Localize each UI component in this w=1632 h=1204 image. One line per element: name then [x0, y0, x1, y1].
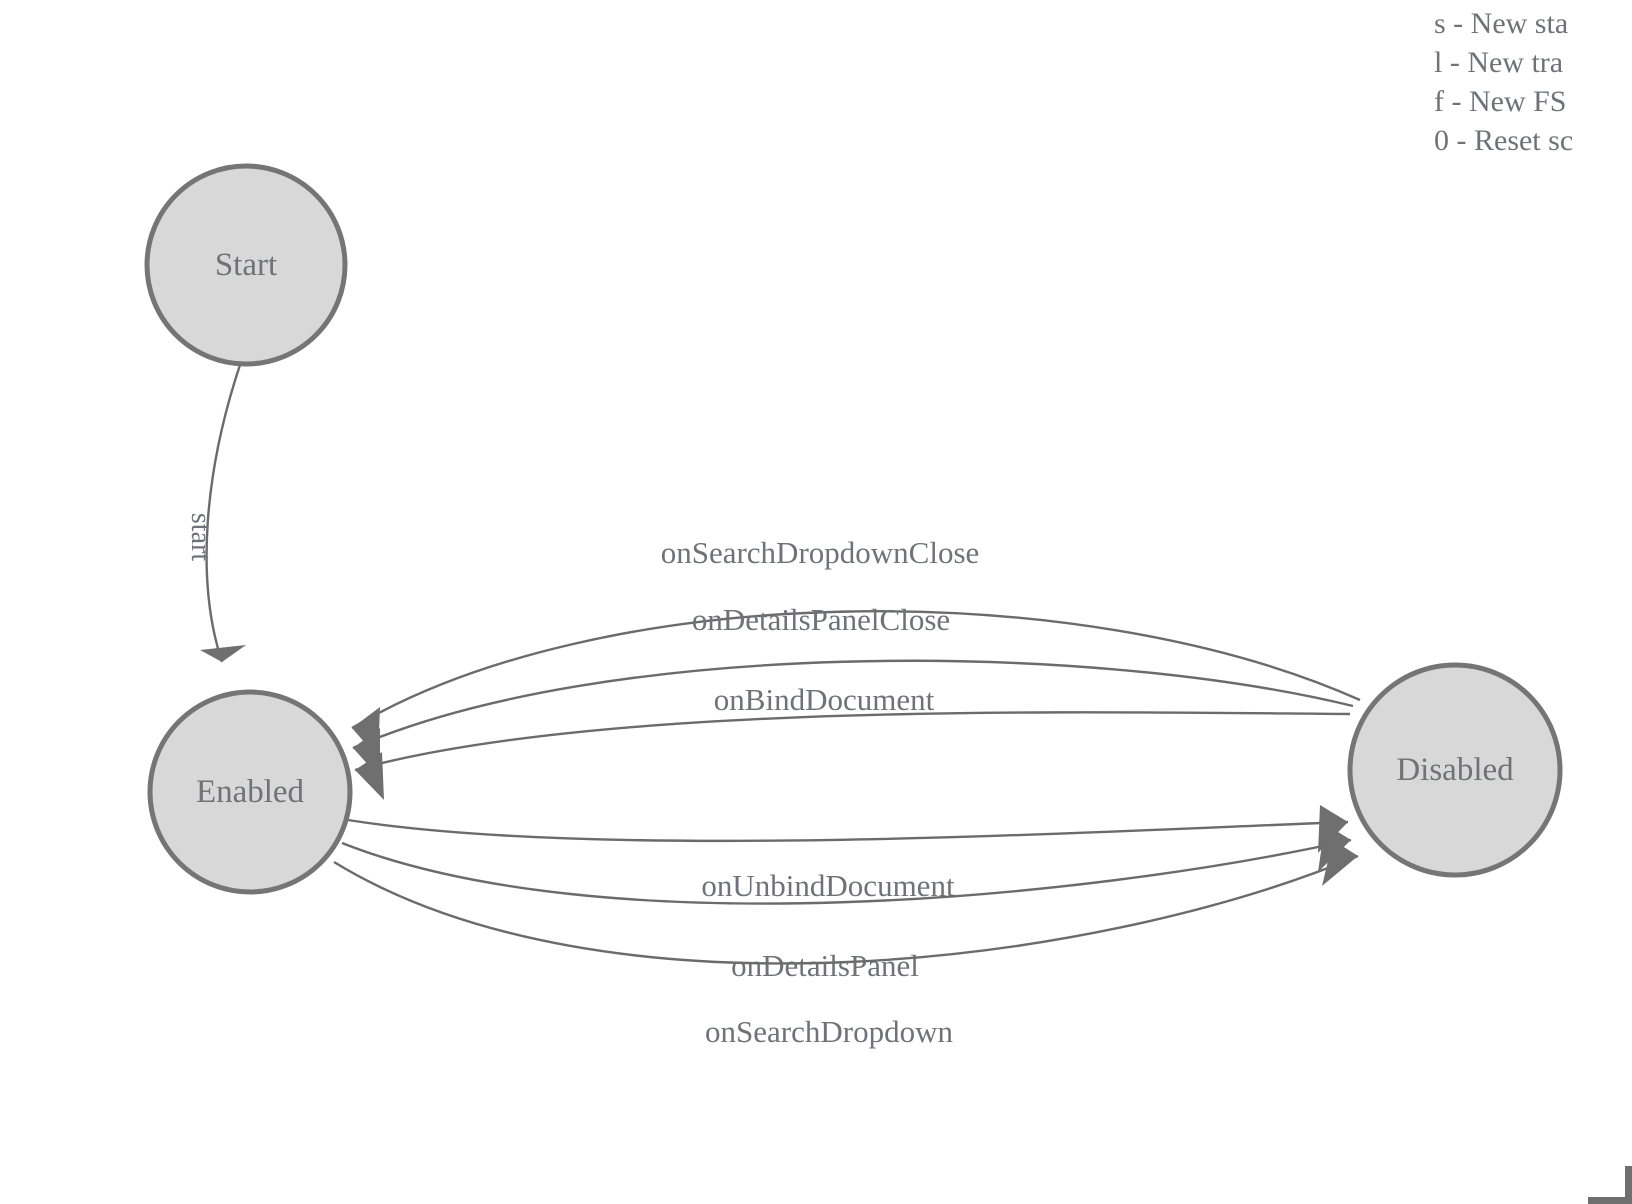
edge-on-unbind-document[interactable]: onUnbindDocument [347, 805, 1349, 903]
edge-path-on-details-panel-close[interactable] [352, 659, 1354, 750]
edge-path-on-unbind-document[interactable] [347, 818, 1349, 843]
state-node-enabled[interactable]: Enabled [147, 689, 353, 895]
edge-label-on-search-dropdown: onSearchDropdown [705, 1014, 953, 1049]
state-node-enabled-circle[interactable] [147, 689, 353, 895]
scrollbar-corner[interactable] [1560, 1158, 1632, 1204]
edge-path-on-search-dropdown[interactable] [333, 854, 1359, 965]
state-node-start-label: Start [215, 247, 277, 283]
edge-group: start onSearchDropdownClose onDetailsPan… [185, 364, 1361, 1049]
edge-arrowhead-on-bind-document [355, 752, 384, 800]
edge-label-on-search-dropdown-close: onSearchDropdownClose [661, 535, 980, 570]
node-group: Start Enabled Disabled [144, 163, 1563, 895]
edge-on-bind-document[interactable]: onBindDocument [354, 682, 1351, 800]
state-node-disabled-label: Disabled [1396, 752, 1514, 788]
edge-path-on-details-panel[interactable] [341, 838, 1352, 905]
state-node-disabled-circle[interactable] [1347, 662, 1563, 878]
edge-path-on-bind-document[interactable] [354, 711, 1351, 772]
state-node-start[interactable]: Start [144, 163, 348, 367]
horizontal-scrollbar-thumb[interactable] [1588, 1197, 1632, 1204]
state-node-enabled-label: Enabled [196, 774, 305, 810]
state-node-start-circle[interactable] [144, 163, 348, 367]
edge-on-details-panel[interactable]: onDetailsPanel [341, 824, 1352, 983]
edge-label-start: start [185, 513, 216, 561]
edge-on-search-dropdown-close[interactable]: onSearchDropdownClose [351, 535, 1361, 758]
edge-arrowhead-on-search-dropdown [1322, 840, 1358, 886]
edge-label-on-details-panel-close: onDetailsPanelClose [692, 602, 950, 637]
edge-path-on-search-dropdown-close[interactable] [351, 610, 1361, 730]
vertical-scrollbar-thumb[interactable] [1625, 1166, 1632, 1204]
edge-on-search-dropdown[interactable]: onSearchDropdown [333, 840, 1359, 1049]
state-node-disabled[interactable]: Disabled [1347, 662, 1563, 878]
edge-label-on-details-panel: onDetailsPanel [731, 948, 919, 983]
edge-start[interactable]: start [185, 364, 246, 663]
edge-label-on-bind-document: onBindDocument [714, 682, 935, 717]
edge-arrowhead-start [200, 645, 246, 662]
edge-label-on-unbind-document: onUnbindDocument [701, 868, 955, 903]
edge-path-start[interactable] [205, 364, 242, 663]
edge-on-details-panel-close[interactable]: onDetailsPanelClose [352, 602, 1354, 778]
